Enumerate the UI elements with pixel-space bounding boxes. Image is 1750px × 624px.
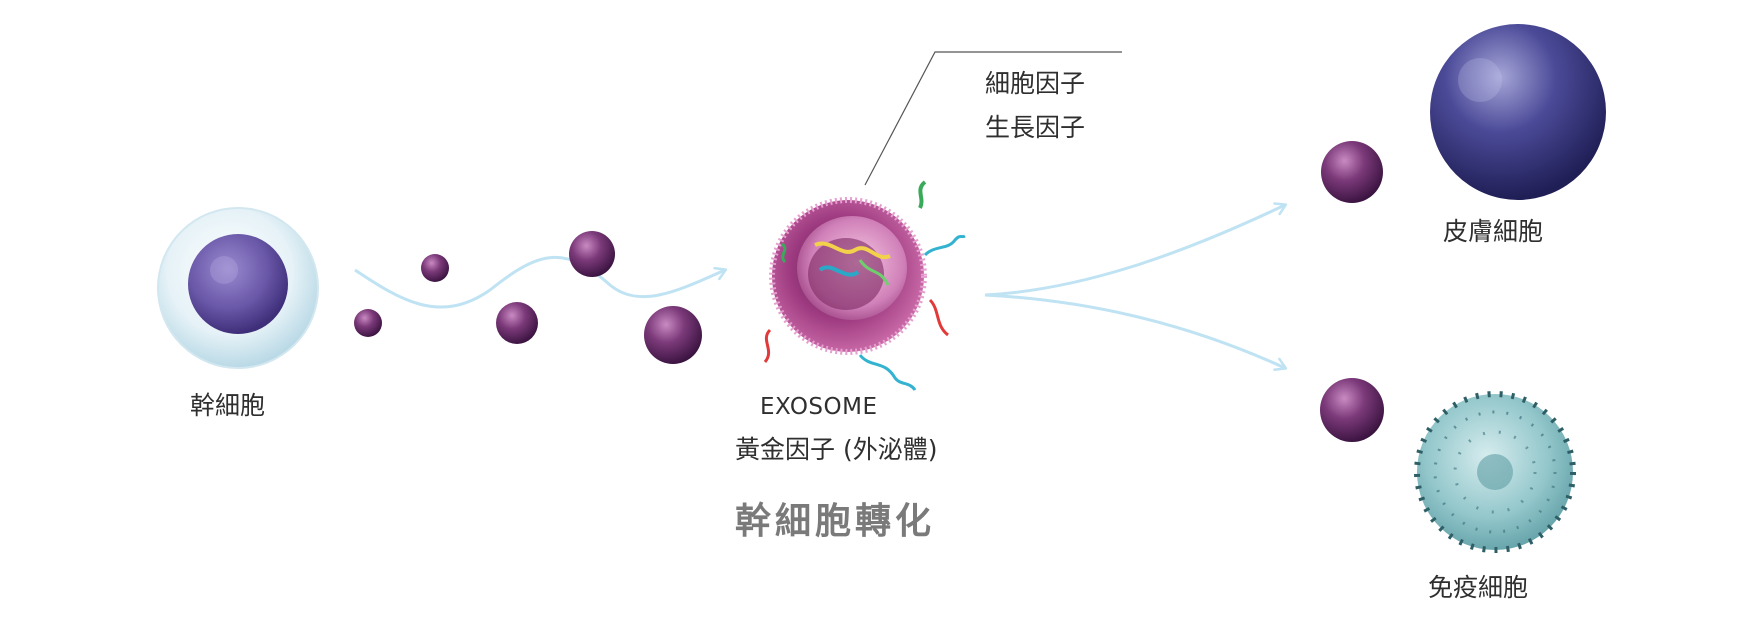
exosome-label-zh: 黃金因子 (外泌體) xyxy=(735,435,938,464)
stem-cell-label: 幹細胞 xyxy=(190,391,266,420)
vesicles xyxy=(354,231,702,364)
leader-line xyxy=(864,51,1122,186)
exosome-label-en: EXOSOME xyxy=(760,394,878,420)
cytokine-label: 細胞因子 xyxy=(985,69,1086,98)
skin-cell xyxy=(1413,24,1606,200)
exosome-illustration xyxy=(763,180,966,391)
stem-cell xyxy=(157,207,319,369)
wavy-arrow xyxy=(354,255,725,309)
vesicle-upper xyxy=(1321,141,1383,203)
vesicle-lower xyxy=(1320,378,1384,442)
skin-cell-label: 皮膚細胞 xyxy=(1443,217,1544,246)
immune-cell xyxy=(1414,391,1576,553)
growth-factor-label: 生長因子 xyxy=(985,113,1086,142)
immune-cell-label: 免疫細胞 xyxy=(1428,573,1529,602)
split-arrows xyxy=(984,205,1285,368)
diagram-title: 幹細胞轉化 xyxy=(735,501,936,542)
